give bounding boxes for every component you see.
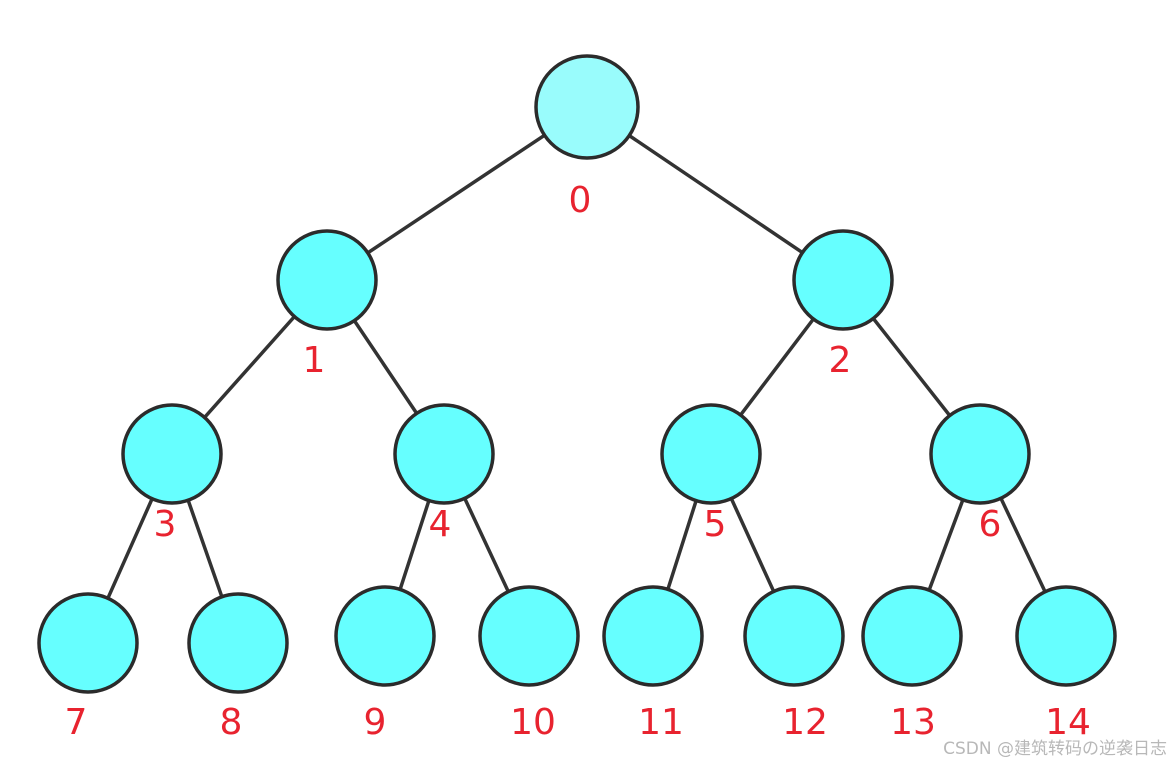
node-label-13: 13	[890, 702, 936, 743]
node-label-4: 4	[429, 504, 452, 545]
node-label-14: 14	[1045, 702, 1091, 743]
node-0	[534, 54, 640, 160]
node-6	[929, 403, 1031, 505]
node-10	[478, 585, 580, 687]
node-label-6: 6	[979, 504, 1002, 545]
node-2	[792, 229, 894, 331]
node-label-3: 3	[154, 504, 177, 545]
node-11	[602, 585, 704, 687]
node-14	[1015, 585, 1117, 687]
node-1	[276, 229, 378, 331]
node-label-2: 2	[829, 340, 852, 381]
tree-nodes	[37, 54, 1117, 694]
node-label-0: 0	[569, 180, 592, 221]
node-8	[187, 592, 289, 694]
node-9	[334, 585, 436, 687]
node-5	[660, 403, 762, 505]
node-label-5: 5	[704, 504, 727, 545]
node-12	[743, 585, 845, 687]
node-4	[393, 403, 495, 505]
node-label-9: 9	[364, 702, 387, 743]
node-label-1: 1	[303, 340, 326, 381]
node-7	[37, 592, 139, 694]
node-3	[121, 403, 223, 505]
node-label-12: 12	[782, 702, 828, 743]
watermark: CSDN @建筑转码の逆袭日志	[943, 739, 1167, 759]
node-label-11: 11	[638, 702, 684, 743]
node-label-7: 7	[65, 702, 88, 743]
node-label-10: 10	[510, 702, 556, 743]
node-13	[861, 585, 963, 687]
node-label-8: 8	[220, 702, 243, 743]
